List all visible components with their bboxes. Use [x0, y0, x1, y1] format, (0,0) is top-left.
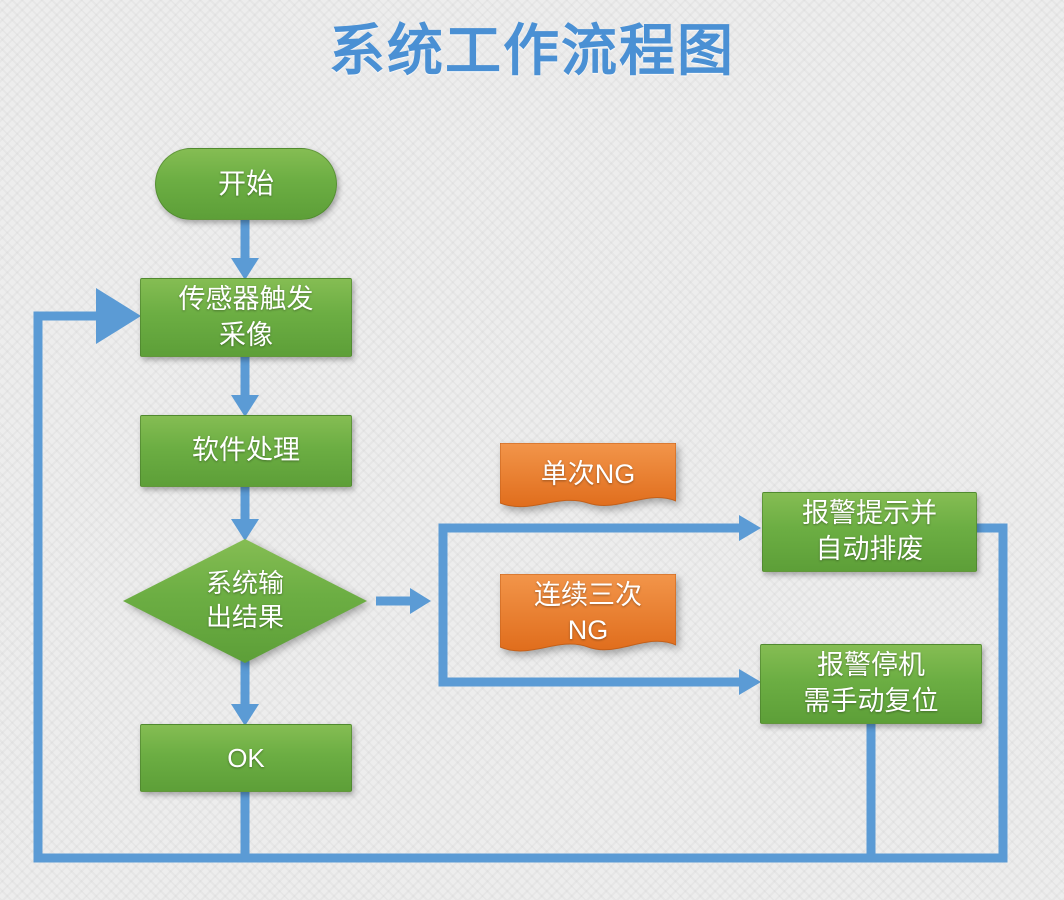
node-decision-line2: 出结果 [205, 602, 284, 632]
node-software-process-label: 软件处理 [192, 435, 300, 466]
single-ng-document-shape [500, 443, 676, 508]
decision-diamond-shape: 系统输 出结果 [123, 539, 367, 663]
node-software-process: 软件处理 [140, 415, 352, 487]
arrowhead-capture [231, 258, 259, 280]
node-start-label: 开始 [217, 167, 274, 199]
node-triple-ng-line1: 连续三次 [534, 579, 642, 610]
node-alarm-reject: 报警提示并 自动排废 [762, 492, 977, 572]
node-decision: 系统输 出结果 [123, 539, 367, 663]
node-ok: OK [140, 724, 352, 792]
node-ok-label: OK [227, 742, 265, 773]
arrowhead-branch [410, 588, 431, 614]
node-alarm-reject-line1: 报警提示并 [802, 498, 937, 529]
node-alarm-stop: 报警停机 需手动复位 [760, 644, 982, 724]
arrowhead-ok [231, 704, 259, 726]
arrowhead-decision [231, 519, 259, 541]
node-sensor-capture-line1: 传感器触发 [178, 283, 314, 314]
node-triple-ng: 连续三次 NG [500, 574, 676, 662]
node-triple-ng-label: 连续三次 NG [534, 578, 642, 658]
node-sensor-capture-line2: 采像 [219, 319, 273, 350]
arrowhead-loop-capture [96, 288, 141, 344]
arrowhead-process [231, 395, 259, 417]
node-single-ng-label: 单次NG [540, 459, 636, 490]
node-triple-ng-line2: NG [567, 615, 609, 645]
node-alarm-reject-line2: 自动排废 [815, 534, 924, 564]
node-single-ng: 单次NG [500, 443, 676, 517]
page-title: 系统工作流程图 [329, 19, 735, 82]
node-alarm-stop-line2: 需手动复位 [803, 686, 939, 716]
arrowhead-alarm-stop [739, 669, 761, 695]
node-decision-line1: 系统输 [205, 568, 284, 599]
node-sensor-capture: 传感器触发 采像 [140, 278, 352, 357]
arrowhead-alarm-reject [739, 515, 761, 541]
node-start: 开始 [155, 148, 337, 220]
node-alarm-stop-line1: 报警停机 [817, 650, 925, 681]
triple-ng-document-shape [500, 574, 676, 652]
